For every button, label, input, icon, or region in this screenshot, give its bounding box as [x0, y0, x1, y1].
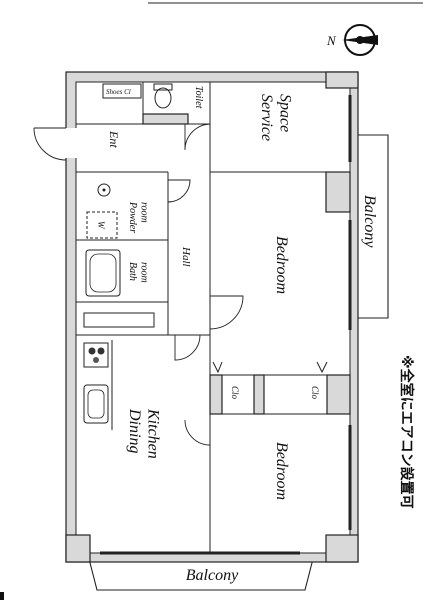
corner-mark [0, 592, 4, 600]
shoe-closet-box [102, 83, 142, 99]
interior-floor [75, 81, 351, 554]
powder-door-swing [167, 179, 191, 203]
hall-kitchen-door-swing [174, 334, 201, 361]
entrance-label: Ent [107, 130, 121, 148]
stove-burner-2-icon [97, 347, 105, 355]
aircon-note: ※全室にエアコン設置可 [398, 355, 415, 509]
washer-space [86, 211, 118, 239]
powder-room-label: Powderroom [127, 201, 150, 233]
toilet-tank-icon [153, 83, 173, 91]
bath-room-label: Bathroom [127, 262, 150, 283]
closet-door-marker-left [212, 361, 223, 374]
wall-block-corner-br [325, 534, 359, 563]
compass-north-label: N [326, 33, 337, 48]
powder-fixture-icon [97, 183, 111, 197]
wall-block-service-corner [325, 171, 351, 213]
dining-kitchen-label: DiningKitchen [126, 408, 161, 459]
stove-burner-1-icon [88, 347, 96, 355]
sink-icon [83, 384, 109, 424]
compass: N [326, 24, 378, 56]
wall-block-corner-bl [65, 534, 91, 563]
wall-block-closet-right [326, 374, 351, 415]
entrance-door-swing [33, 127, 67, 161]
kitchen-bedroom-door-swing [184, 419, 211, 446]
shoe-closet-label: Shoes Cl [106, 88, 131, 96]
toilet-label: Toilet [193, 86, 204, 109]
balcony-bottom-label: Balcony [186, 567, 239, 584]
wall-block-corner-tr [325, 71, 359, 89]
bathtub-inner [89, 253, 117, 293]
washer-label: W [96, 221, 106, 230]
closet-right-label: Clo [310, 386, 320, 400]
toilet-door-swing [184, 123, 211, 151]
bedroom-top-label: Bedroom [273, 236, 290, 294]
powder-fixture-dot-icon [102, 188, 106, 192]
stove-burner-3-icon [93, 357, 99, 363]
compass-needle-icon [342, 35, 378, 45]
service-space-label: ServiceSpace [258, 94, 293, 141]
right-balcony-outline [354, 134, 389, 319]
hall-bedroom-door-swing [209, 295, 244, 330]
sink-basin-icon [87, 389, 105, 419]
bedroom-bottom-label: Bedroom [273, 442, 290, 500]
toilet-bowl-icon [154, 87, 172, 109]
wall-block-toilet [142, 113, 189, 125]
wall-block-closet-left [209, 374, 223, 415]
hall-label: Hall [180, 246, 192, 267]
wall-block-closet-mid [253, 374, 265, 415]
closet-door-marker-right [316, 361, 328, 374]
bottom-balcony-outline [87, 554, 315, 591]
bathtub-outline [85, 249, 121, 297]
counter-strip [83, 312, 155, 328]
stove-icon [83, 342, 109, 368]
closet-left-label: Clo [230, 386, 240, 400]
balcony-right-label: Balcony [361, 195, 378, 248]
entrance-opening [60, 128, 82, 158]
